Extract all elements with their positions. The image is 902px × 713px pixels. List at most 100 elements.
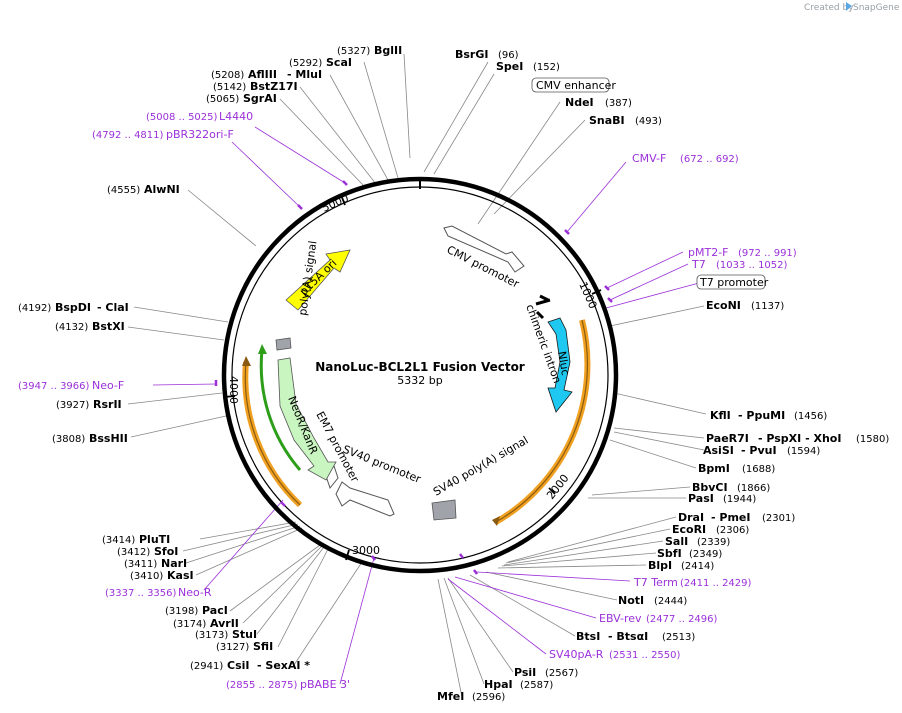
site-paci-name[interactable]: PacI <box>202 604 228 617</box>
site-pluti-name[interactable]: PluTI <box>139 533 170 546</box>
site-bstxi-pos: (4132) <box>55 322 88 333</box>
primer-binding-marks <box>214 180 613 575</box>
site-bbvci-pos: (1866) <box>737 483 770 494</box>
site-psii-name[interactable]: PsiI <box>514 666 536 679</box>
site-sali-pos: (2339) <box>697 537 730 548</box>
sv40-polya-box[interactable] <box>431 499 457 521</box>
site-afliii-pos: (5208) <box>211 70 244 81</box>
site-asisi-pos: (1594) <box>787 446 820 457</box>
site-mlui-name[interactable]: - MluI <box>287 68 322 81</box>
primer-neo-f-name[interactable]: Neo-F <box>92 379 124 392</box>
site-stui-name[interactable]: StuI <box>232 628 257 641</box>
site-asisi-name[interactable]: AsiSI <box>703 444 734 457</box>
nluc-arrow[interactable] <box>547 317 573 413</box>
p15a-ori-arrow[interactable] <box>285 249 351 311</box>
tick-label-3000: 3000 <box>352 544 380 557</box>
primer-neo-r-name[interactable]: Neo-R <box>178 586 212 599</box>
site-avrii-pos: (3174) <box>173 619 206 630</box>
label-sv40-polya: SV40 poly(A) signal <box>431 434 531 499</box>
primer-pbr322ori-f-name[interactable]: pBR322ori-F <box>166 128 234 141</box>
site-sbfi-pos: (2349) <box>689 549 722 560</box>
site-blpi-name[interactable]: BlpI <box>648 559 672 572</box>
site-bbvci-name[interactable]: BbvCI <box>692 481 728 494</box>
site-afliii-name[interactable]: AflIII <box>248 68 277 81</box>
primer-sv40pa-r-name[interactable]: SV40pA-R <box>549 648 604 661</box>
cmv-promoter-arrow[interactable] <box>443 225 525 273</box>
site-bpmi-pos: (1688) <box>742 464 775 475</box>
site-rsrii-name[interactable]: RsrII <box>93 398 122 411</box>
site-econi-name[interactable]: EcoNI <box>706 299 741 312</box>
site-spei-name[interactable]: SpeI <box>496 60 523 73</box>
site-leader-lines <box>127 53 707 698</box>
site-sbfi-name[interactable]: SbfI <box>657 547 682 560</box>
neor-kanr-arrow[interactable] <box>277 357 337 481</box>
site-econi-pos: (1137) <box>751 301 784 312</box>
green-orf-arrowhead <box>258 344 267 354</box>
site-avrii-name[interactable]: AvrII <box>210 617 239 630</box>
site-btsi-name[interactable]: BtsI <box>576 630 600 643</box>
primer-cmv-f-name[interactable]: CMV-F <box>632 152 666 165</box>
orange-orf-arrowhead-left <box>242 356 251 366</box>
label-t7-promoter: T7 promoter <box>699 276 769 289</box>
site-clai-name[interactable]: - ClaI <box>97 301 129 314</box>
primer-pbabe3-name[interactable]: pBABE 3' <box>300 678 350 691</box>
site-ecori-name[interactable]: EcoRI <box>672 523 706 536</box>
site-nari-name[interactable]: NarI <box>161 557 187 570</box>
site-bpmi-name[interactable]: BpmI <box>698 462 730 475</box>
site-sali-name[interactable]: SalI <box>665 535 688 548</box>
primer-ebv-rev-name[interactable]: EBV-rev <box>599 612 642 625</box>
site-sfii-name[interactable]: SfiI <box>253 640 273 653</box>
site-ppumi-name[interactable]: - PpuMI <box>738 409 785 422</box>
site-alwni-pos: (4555) <box>107 185 140 196</box>
site-kasi-name[interactable]: KasI <box>167 569 194 582</box>
site-blpi-pos: (2414) <box>681 561 714 572</box>
primer-neo-r-pos: (3337 .. 3356) <box>105 588 177 599</box>
site-pasi-name[interactable]: PasI <box>688 492 714 505</box>
primer-pmt2-f-pos: (972 .. 991) <box>738 248 797 259</box>
site-ndei-name[interactable]: NdeI <box>565 96 594 109</box>
sv40-promoter-arrow[interactable] <box>335 481 395 517</box>
primer-pbabe3-pos: (2855 .. 2875) <box>226 680 298 691</box>
site-snabi-pos: (493) <box>635 116 662 127</box>
site-bstxi-name[interactable]: BstXI <box>92 320 125 333</box>
site-noti-name[interactable]: NotI <box>618 594 644 607</box>
site-bsshii-name[interactable]: BssHII <box>89 432 128 445</box>
primer-l4440-name[interactable]: L4440 <box>219 110 253 123</box>
site-csii-name[interactable]: CsiI <box>227 659 249 672</box>
site-pvui-name[interactable]: - PvuI <box>741 444 777 457</box>
site-alwni-name[interactable]: AlwNI <box>144 183 180 196</box>
site-bstz17i-pos: (5142) <box>213 82 246 93</box>
site-hpai-name[interactable]: HpaI <box>484 678 513 691</box>
polya-signal-box[interactable] <box>275 337 292 351</box>
site-sfoi-name[interactable]: SfoI <box>154 545 178 558</box>
site-sexai-name[interactable]: - SexAI * <box>257 659 310 672</box>
site-pmei-name[interactable]: - PmeI <box>711 511 750 524</box>
site-kfli-pos: (1456) <box>794 411 827 422</box>
primer-pmt2-f-name[interactable]: pMT2-F <box>688 246 729 259</box>
primer-pbr322ori-f-pos: (4792 .. 4811) <box>92 130 164 141</box>
site-bglii-name[interactable]: BglII <box>374 44 402 57</box>
primer-t7-pos: (1033 .. 1052) <box>716 260 788 271</box>
primer-t7-term-name[interactable]: T7 Term <box>633 576 678 589</box>
site-kfli-name[interactable]: KflI <box>710 409 731 422</box>
site-bsrgi-name[interactable]: BsrGI <box>455 48 488 61</box>
primer-cmv-f-pos: (672 .. 692) <box>680 154 739 165</box>
chimeric-intron-mark <box>535 294 551 320</box>
site-snabi-name[interactable]: SnaBI <box>589 114 625 127</box>
site-ndei-pos: (387) <box>605 98 632 109</box>
site-bglii-pos: (5327) <box>337 46 370 57</box>
site-mfei-name[interactable]: MfeI <box>437 690 464 703</box>
site-bstz17i-name[interactable]: BstZ17I <box>250 80 298 93</box>
site-paer7i-name[interactable]: PaeR7I <box>706 432 749 445</box>
site-scai-name[interactable]: ScaI <box>326 56 352 69</box>
site-pspxi-xhoi-name[interactable]: - PspXI - XhoI <box>758 432 841 445</box>
site-bspdi-name[interactable]: BspDI <box>55 301 91 314</box>
site-drai-name[interactable]: DraI <box>678 511 704 524</box>
site-rsrii-pos: (3927) <box>56 400 89 411</box>
site-sgrai-name[interactable]: SgrAI <box>243 92 277 105</box>
site-btsai-name[interactable]: - BtsαI <box>608 630 648 643</box>
snapgene-logo-icon <box>846 2 852 11</box>
primer-t7-name[interactable]: T7 <box>691 258 706 271</box>
